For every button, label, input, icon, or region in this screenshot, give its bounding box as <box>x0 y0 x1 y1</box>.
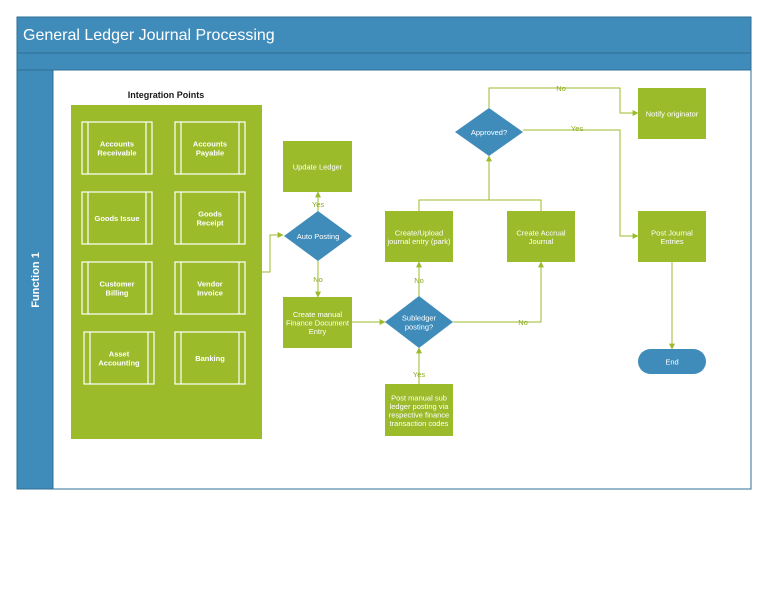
process-box <box>283 141 352 192</box>
subprocess-box <box>174 331 246 385</box>
subprocess-box <box>83 331 155 385</box>
pool-header <box>16 52 752 71</box>
integration-item-banking[interactable]: Banking <box>174 331 246 385</box>
edge-label-auto-no: No <box>313 275 323 284</box>
edge-label-sub-no-right: No <box>518 318 528 327</box>
node-approved[interactable]: Approved? <box>455 108 523 156</box>
process-box <box>507 211 575 262</box>
terminator-shape <box>638 349 706 374</box>
edge-label-auto-yes: Yes <box>312 200 324 209</box>
decision-label: Auto Posting <box>297 232 340 241</box>
subprocess-box <box>81 261 153 315</box>
integration-title: Integration Points <box>128 90 205 100</box>
edge-label-sub-no-up: No <box>414 276 424 285</box>
process-box <box>385 384 453 436</box>
edge-label-approved-no: No <box>556 84 566 93</box>
edge-label-approved-yes: Yes <box>571 124 583 133</box>
edge-accrual-approved <box>489 199 542 211</box>
subprocess-box <box>174 191 246 245</box>
integration-item-label: Goods Issue <box>94 214 139 223</box>
process-label: Notify originator <box>646 110 699 119</box>
subprocess-box <box>81 191 153 245</box>
process-box <box>283 297 352 348</box>
decision-diamond <box>284 211 352 261</box>
edge-approved-post-journal <box>523 129 639 239</box>
integration-item-goods-issue[interactable]: Goods Issue <box>81 191 153 245</box>
terminator-label: End <box>665 358 678 367</box>
edge-subledger-accrual <box>453 261 544 323</box>
node-auto-posting[interactable]: Auto Posting <box>284 211 352 261</box>
edge-labels: Yes No Yes No No No Yes <box>312 84 583 379</box>
integration-item-label: Banking <box>195 354 225 363</box>
title-bar <box>16 16 752 54</box>
decision-diamond <box>385 296 453 348</box>
lane-header <box>16 69 54 490</box>
lane-label: Function 1 <box>30 252 42 308</box>
edge-create-upload-approved <box>418 155 492 211</box>
subprocess-box <box>174 121 246 175</box>
process-box <box>385 211 453 262</box>
decision-diamond <box>455 108 523 156</box>
node-end[interactable]: End <box>638 349 706 374</box>
edge-approved-notify <box>488 87 639 116</box>
edge-integration-auto-posting <box>262 232 284 273</box>
page-title: General Ledger Journal Processing <box>23 27 275 44</box>
process-box <box>638 88 706 139</box>
edges <box>262 87 675 384</box>
edge-label-sub-yes: Yes <box>413 370 425 379</box>
node-notify[interactable]: Notify originator <box>638 88 706 139</box>
subprocess-box <box>174 261 246 315</box>
subprocess-box <box>81 121 153 175</box>
process-label: Update Ledger <box>293 163 343 172</box>
process-box <box>638 211 706 262</box>
decision-label: Approved? <box>471 128 507 137</box>
node-update-ledger[interactable]: Update Ledger <box>283 141 352 192</box>
